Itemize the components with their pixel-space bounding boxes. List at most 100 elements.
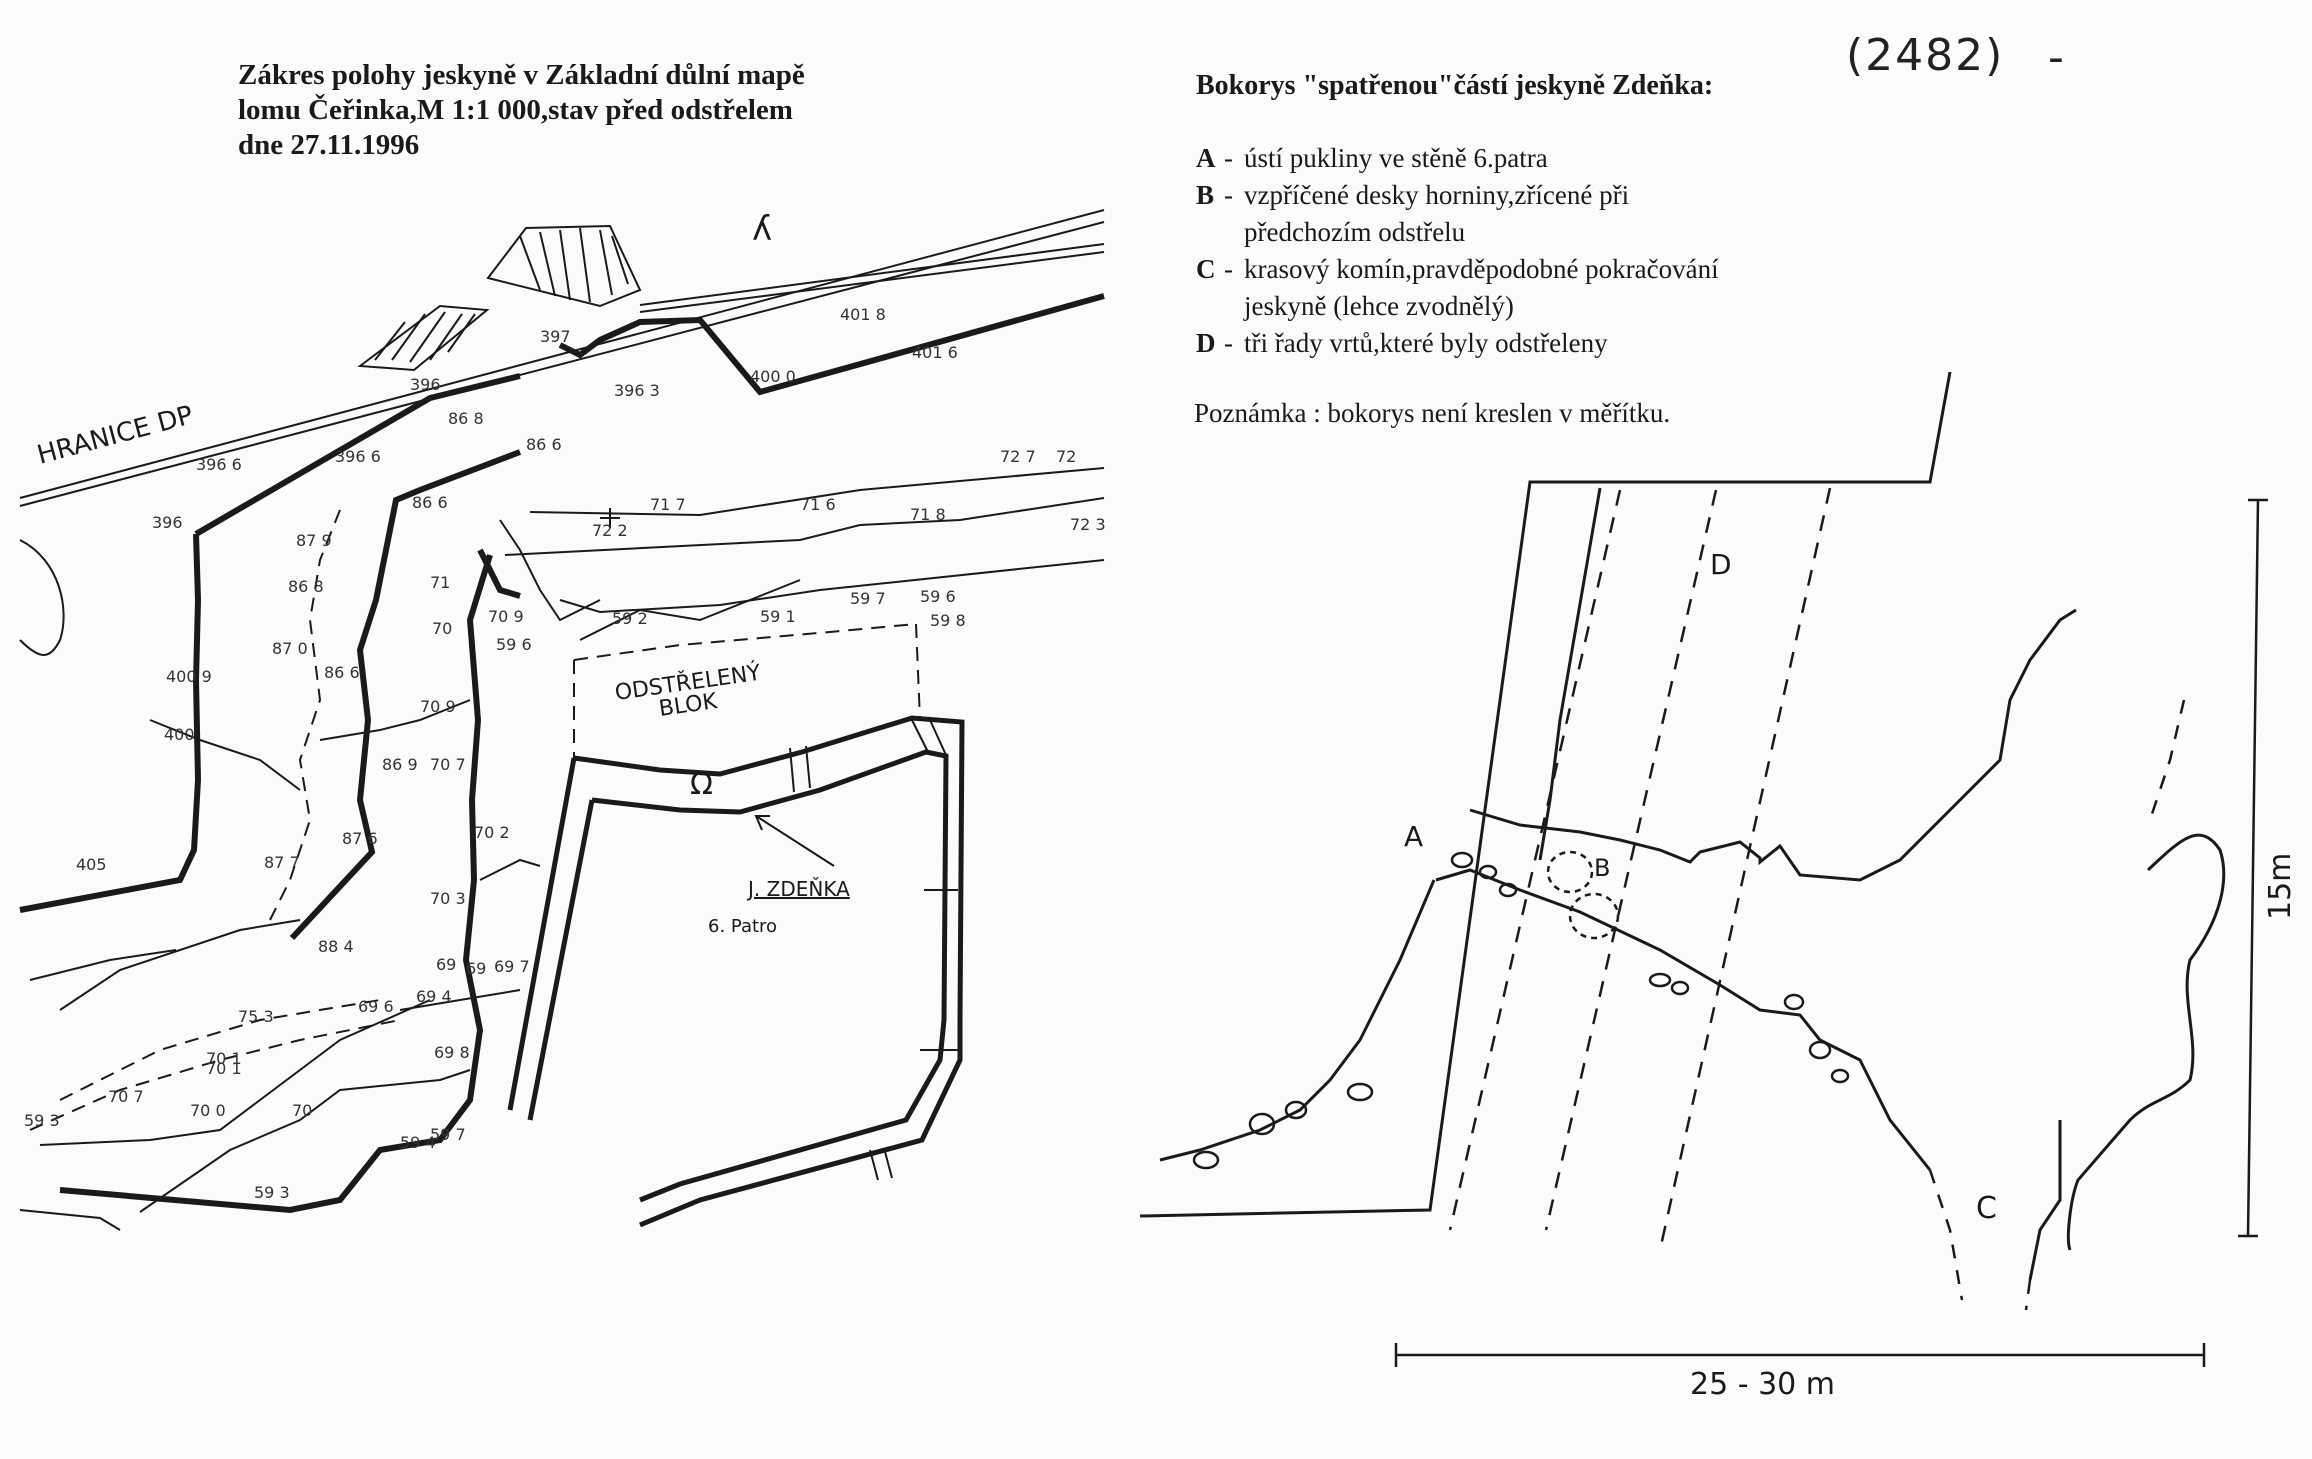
legend-key: D bbox=[1196, 328, 1216, 358]
spot-height: 400 9 bbox=[166, 667, 212, 686]
width-scale bbox=[1394, 1343, 2206, 1367]
legend-item-d: D- tři řady vrtů,které byly odstřeleny bbox=[1196, 325, 1796, 362]
spot-height: 70 bbox=[432, 619, 452, 638]
north-mark: ʎ bbox=[752, 209, 772, 249]
drill-rows bbox=[1448, 487, 1832, 1251]
contour-dashed bbox=[29, 509, 921, 1131]
legend-key: A bbox=[1196, 143, 1216, 173]
spot-height: 396 3 bbox=[614, 381, 660, 400]
spot-height: 69 4 bbox=[416, 987, 452, 1006]
spot-height: 87 0 bbox=[272, 639, 308, 658]
spot-height: 59 8 bbox=[930, 611, 966, 630]
scale-note: Poznámka : bokorys není kreslen v měřítk… bbox=[1194, 398, 1671, 428]
spot-height: 70 7 bbox=[430, 755, 466, 774]
spot-height: 397 bbox=[540, 327, 571, 346]
spot-height: 59 7 bbox=[430, 1125, 466, 1144]
crack-upper bbox=[1469, 608, 2077, 882]
label-d: D bbox=[1710, 548, 1732, 581]
spot-height: 75 3 bbox=[238, 1007, 274, 1026]
survey-mark bbox=[600, 508, 620, 528]
spot-height: 69 bbox=[436, 955, 456, 974]
legend-text: vzpříčené desky horniny,zřícené při bbox=[1244, 180, 1630, 210]
height-scale bbox=[2238, 498, 2268, 1238]
spot-height: 69 7 bbox=[494, 957, 530, 976]
legend-key: C bbox=[1196, 254, 1216, 284]
label-b: B bbox=[1594, 854, 1610, 882]
spot-height: 59 6 bbox=[920, 587, 956, 606]
spot-height: 86 8 bbox=[288, 577, 324, 596]
debris-slope bbox=[1159, 879, 1436, 1162]
spot-height: 71 7 bbox=[650, 495, 686, 514]
spot-height: 59 2 bbox=[612, 609, 648, 628]
cave-symbol: Ω bbox=[690, 767, 713, 802]
spot-height: 86 6 bbox=[324, 663, 360, 682]
pebbles bbox=[1192, 851, 1850, 1170]
spot-height: 71 6 bbox=[800, 495, 836, 514]
spot-height: 59 6 bbox=[496, 635, 532, 654]
spot-height: 72 2 bbox=[592, 521, 628, 540]
spot-height: 71 bbox=[430, 573, 450, 592]
bench-lines bbox=[19, 467, 1105, 1231]
spot-height: 70 0 bbox=[190, 1101, 226, 1120]
legend-item-b: B- vzpříčené desky horniny,zřícené při bbox=[1196, 177, 1796, 214]
legend-item-a: A- ústí pukliny ve stěně 6.patra bbox=[1196, 140, 1796, 177]
legend-text-continued: předchozím odstřelu bbox=[1244, 217, 1466, 247]
spot-height: 70 9 bbox=[420, 697, 456, 716]
label-c: C bbox=[1976, 1191, 1997, 1226]
spot-height: 59 3 bbox=[254, 1183, 290, 1202]
legend-key: B bbox=[1196, 180, 1215, 210]
spot-height: 69 6 bbox=[358, 997, 394, 1016]
spot-height: 86 8 bbox=[448, 409, 484, 428]
spot-height: 70 2 bbox=[474, 823, 510, 842]
spot-height: 87 7 bbox=[264, 853, 300, 872]
boundary-label: HRANICE DP bbox=[34, 400, 196, 470]
spot-height: 396 6 bbox=[335, 447, 381, 466]
spot-height: 70 bbox=[292, 1101, 312, 1120]
spot-height: 87 9 bbox=[296, 531, 332, 550]
rubble-blocks bbox=[1546, 850, 1620, 940]
spot-height: 400 0 bbox=[750, 367, 796, 386]
elevation-labels: A B C D 15m 25 - 30 m bbox=[1404, 548, 2298, 1402]
spot-height: 70 1 bbox=[206, 1059, 242, 1078]
spot-height: 401 6 bbox=[912, 343, 958, 362]
chimney-wall bbox=[2028, 1120, 2062, 1281]
spot-height: 396 6 bbox=[196, 455, 242, 474]
spot-height: 59 7 bbox=[850, 589, 886, 608]
spot-height: 86 6 bbox=[526, 435, 562, 454]
spot-height: 70 3 bbox=[430, 889, 466, 908]
spot-height: 70 7 bbox=[108, 1087, 144, 1106]
hatched-slope-2 bbox=[486, 224, 642, 308]
hatched-slope-1 bbox=[357, 304, 490, 372]
spot-height: 69 8 bbox=[434, 1043, 470, 1062]
label-a: A bbox=[1404, 820, 1423, 853]
spot-height: 71 8 bbox=[910, 505, 946, 524]
cave-label: J. ZDEŇKA bbox=[746, 877, 850, 901]
legend-text: tři řady vrtů,které byly odstřeleny bbox=[1244, 328, 1608, 358]
map-title-line-2: lomu Čeřinka,M 1:1 000,stav před odstřel… bbox=[238, 94, 793, 126]
legend-text-continued: jeskyně (lehce zvodnělý) bbox=[1244, 291, 1514, 321]
spot-height: 70 1 bbox=[206, 1049, 242, 1068]
spot-height: 405 bbox=[76, 855, 107, 874]
spot-height: 72 3 bbox=[1070, 515, 1106, 534]
legend: A- ústí pukliny ve stěně 6.patra B- vzpř… bbox=[1196, 140, 1796, 362]
blasted-block-outline bbox=[507, 715, 965, 1228]
map-title: Zákres polohy jeskyně v Základní důlní m… bbox=[238, 58, 878, 163]
chimney-outline bbox=[2066, 833, 2226, 1251]
level-label: 6. Patro bbox=[708, 916, 777, 937]
rock-face bbox=[1538, 487, 1602, 861]
elevation-title: Bokorys "spatřenou"částí jeskyně Zdeňka: bbox=[1196, 70, 1714, 101]
spot-height: 69 bbox=[466, 959, 486, 978]
cave-elevation bbox=[1139, 371, 2268, 1367]
archive-number: (2482) bbox=[1846, 30, 2005, 81]
crack-lower bbox=[1435, 868, 1932, 1171]
boundary-line bbox=[19, 209, 1105, 507]
spot-height: 396 bbox=[410, 375, 441, 394]
legend-text: krasový komín,pravděpodobné pokračování bbox=[1244, 254, 1719, 284]
spot-height: 59 4 bbox=[400, 1133, 436, 1152]
quarry-wall bbox=[1139, 371, 1952, 1218]
legend-text: ústí pukliny ve stěně 6.patra bbox=[1244, 143, 1548, 173]
chimney-dashes bbox=[1928, 699, 2186, 1311]
block-ticks bbox=[789, 719, 958, 1181]
